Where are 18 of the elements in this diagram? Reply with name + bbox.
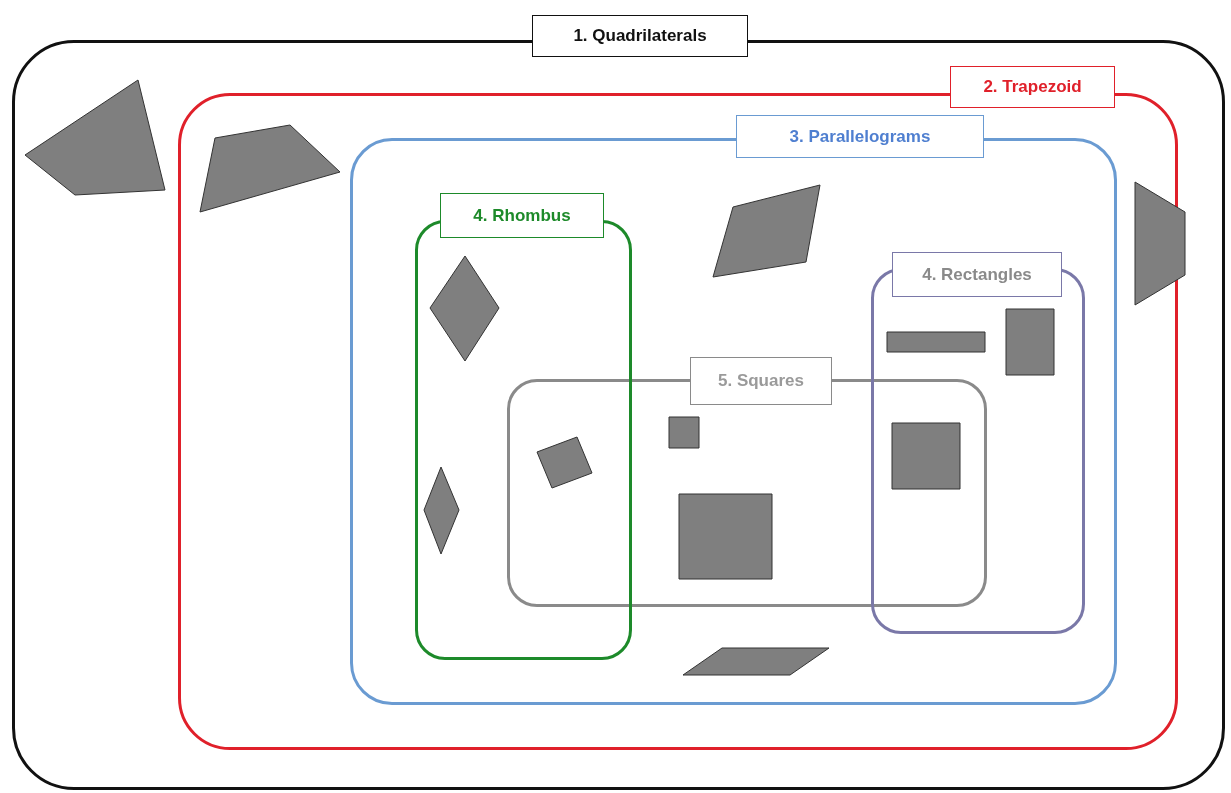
trapezoid-shape: [200, 125, 340, 212]
rectangle-shape: [1006, 309, 1054, 375]
parallelogram-shape: [713, 185, 820, 277]
square-shape: [669, 417, 699, 448]
square-shape: [892, 423, 960, 489]
square-shape: [679, 494, 772, 579]
quadrilateral-shape: [25, 80, 165, 195]
region-label: 4. Rhombus: [440, 193, 604, 238]
region-label: 4. Rectangles: [892, 252, 1062, 297]
region-label: 1. Quadrilaterals: [532, 15, 748, 57]
parallelogram-shape: [683, 648, 829, 675]
rhombus-shape: [430, 256, 499, 361]
region-label: 3. Parallelograms: [736, 115, 984, 158]
region-label: 2. Trapezoid: [950, 66, 1115, 108]
rhombus-shape: [424, 467, 459, 554]
region-label: 5. Squares: [690, 357, 832, 405]
rectangle-shape: [887, 332, 985, 352]
trapezoid-shape: [1135, 182, 1185, 305]
